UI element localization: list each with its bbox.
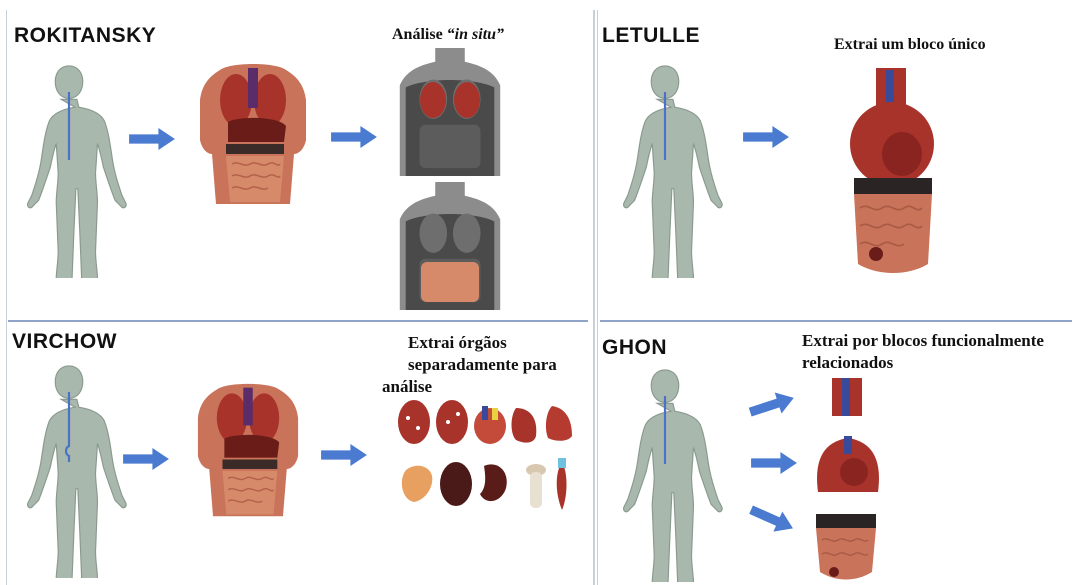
virchow-caption-line3: análise (382, 376, 557, 398)
right-arrow-icon (128, 128, 176, 150)
right-arrow-icon (330, 126, 378, 148)
virchow-caption: Extrai órgãos separadamente para análise (382, 332, 557, 398)
rokitansky-title: ROKITANSKY (14, 24, 156, 48)
horizontal-divider-right (600, 320, 1072, 322)
ghon-caption: Extrai por blocos funcionalmente relacio… (802, 330, 1044, 374)
human-silhouette-icon (606, 62, 724, 278)
separated-organs-icon (396, 398, 580, 518)
right-arrow-icon (742, 126, 790, 148)
letulle-caption: Extrai um bloco único (834, 34, 986, 55)
human-silhouette-icon (10, 62, 128, 278)
virchow-caption-line2: separadamente para (382, 354, 557, 376)
neck-organ-block-icon (828, 376, 866, 418)
rokitansky-caption-prefix: Análise (392, 26, 447, 43)
vertical-divider (593, 10, 595, 585)
letulle-title: LETULLE (602, 24, 700, 48)
grey-torso-lungs-icon (395, 48, 505, 176)
horizontal-divider-left (8, 320, 588, 322)
down-right-arrow-icon (746, 499, 799, 539)
rokitansky-caption-italic: “in situ” (447, 26, 504, 43)
human-silhouette-icon (10, 362, 128, 578)
right-arrow-icon (750, 452, 798, 474)
right-arrow-icon (122, 448, 170, 470)
abdominal-organ-block-icon (814, 512, 878, 582)
thoracic-organ-block-icon (814, 436, 882, 496)
virchow-title: VIRCHOW (12, 330, 117, 354)
organ-block-icon (846, 66, 938, 276)
rokitansky-caption: Análise “in situ” (392, 24, 504, 45)
anatomical-torso-icon (198, 60, 308, 210)
grey-torso-abdomen-icon (395, 182, 505, 310)
human-silhouette-icon (606, 366, 724, 582)
anatomical-torso-icon (196, 378, 300, 524)
ghon-caption-line2: relacionados (802, 352, 1044, 374)
virchow-caption-line1: Extrai órgãos (382, 332, 557, 354)
vertical-divider-2 (597, 10, 598, 585)
left-border (6, 10, 7, 585)
ghon-caption-line1: Extrai por blocos funcionalmente (802, 330, 1044, 352)
ghon-title: GHON (602, 336, 667, 360)
right-arrow-icon (320, 444, 368, 466)
up-right-arrow-icon (746, 387, 798, 423)
